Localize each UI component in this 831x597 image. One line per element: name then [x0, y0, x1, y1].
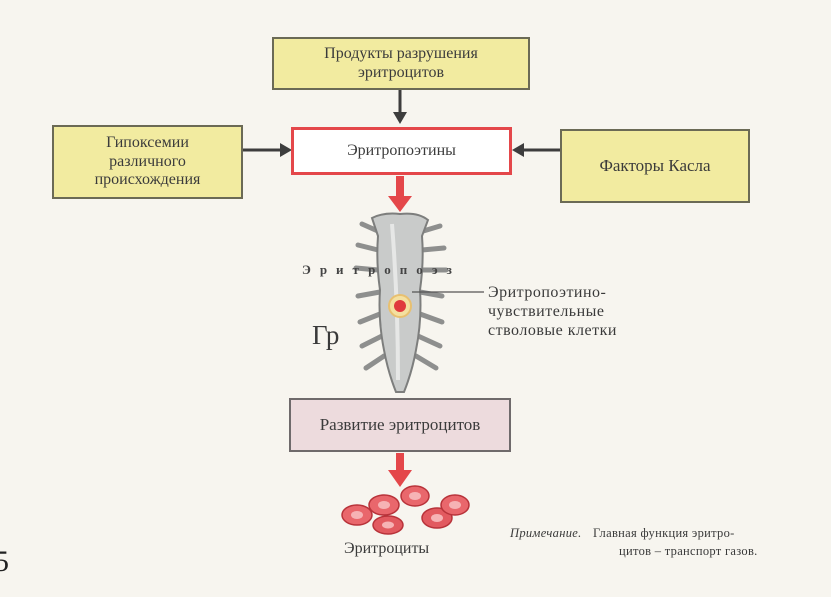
- page-edge-number: 5: [0, 545, 9, 578]
- note-line2: цитов – транспорт газов.: [510, 542, 758, 560]
- arrow-castle-to-epo: [512, 143, 560, 157]
- label-stem-cells-line3: стволовые клетки: [488, 322, 617, 339]
- label-gr: Гр: [312, 320, 340, 350]
- stem-cell-marker: [388, 294, 412, 318]
- arrow-products-to-epo: [393, 90, 407, 124]
- note-text-line2: цитов – транспорт газов.: [619, 544, 758, 558]
- label-erythropoiesis: Эритропоэз: [302, 262, 461, 277]
- box-products: Продукты разрушения эритроцитов: [272, 37, 530, 90]
- note: Примечание. Главная функция эритро- цито…: [510, 524, 758, 560]
- label-stem-cells-line2: чувствительные: [488, 303, 605, 320]
- arrow-hypoxemia-to-epo: [243, 143, 292, 157]
- arrow-development-to-erythrocytes: [388, 453, 412, 487]
- box-products-label: Продукты разрушения эритроцитов: [324, 45, 478, 81]
- label-stem-cells: Эритропоэтино- чувствительные стволовые …: [488, 283, 617, 340]
- label-erythrocytes: Эритроциты: [344, 540, 430, 557]
- arrow-epo-to-bone: [388, 176, 412, 212]
- box-hypoxemia-label: Гипоксемии различного происхождения: [94, 134, 201, 189]
- box-castle-factors-label: Факторы Касла: [599, 156, 711, 176]
- box-erythropoietins-label: Эритропоэтины: [347, 141, 456, 159]
- box-erythrocyte-development: Развитие эритроцитов: [289, 398, 511, 452]
- note-text-line1: Главная функция эритро-: [592, 526, 735, 540]
- note-line1: Примечание. Главная функция эритро-: [510, 524, 758, 542]
- note-title: Примечание.: [510, 526, 582, 540]
- box-erythropoietins: Эритропоэтины: [291, 127, 512, 175]
- box-hypoxemia: Гипоксемии различного происхождения: [52, 125, 243, 199]
- erythrocytes-illustration: [341, 485, 470, 535]
- box-castle-factors: Факторы Касла: [560, 129, 750, 203]
- box-erythrocyte-development-label: Развитие эритроцитов: [319, 415, 481, 435]
- label-stem-cells-line1: Эритропоэтино-: [488, 284, 607, 301]
